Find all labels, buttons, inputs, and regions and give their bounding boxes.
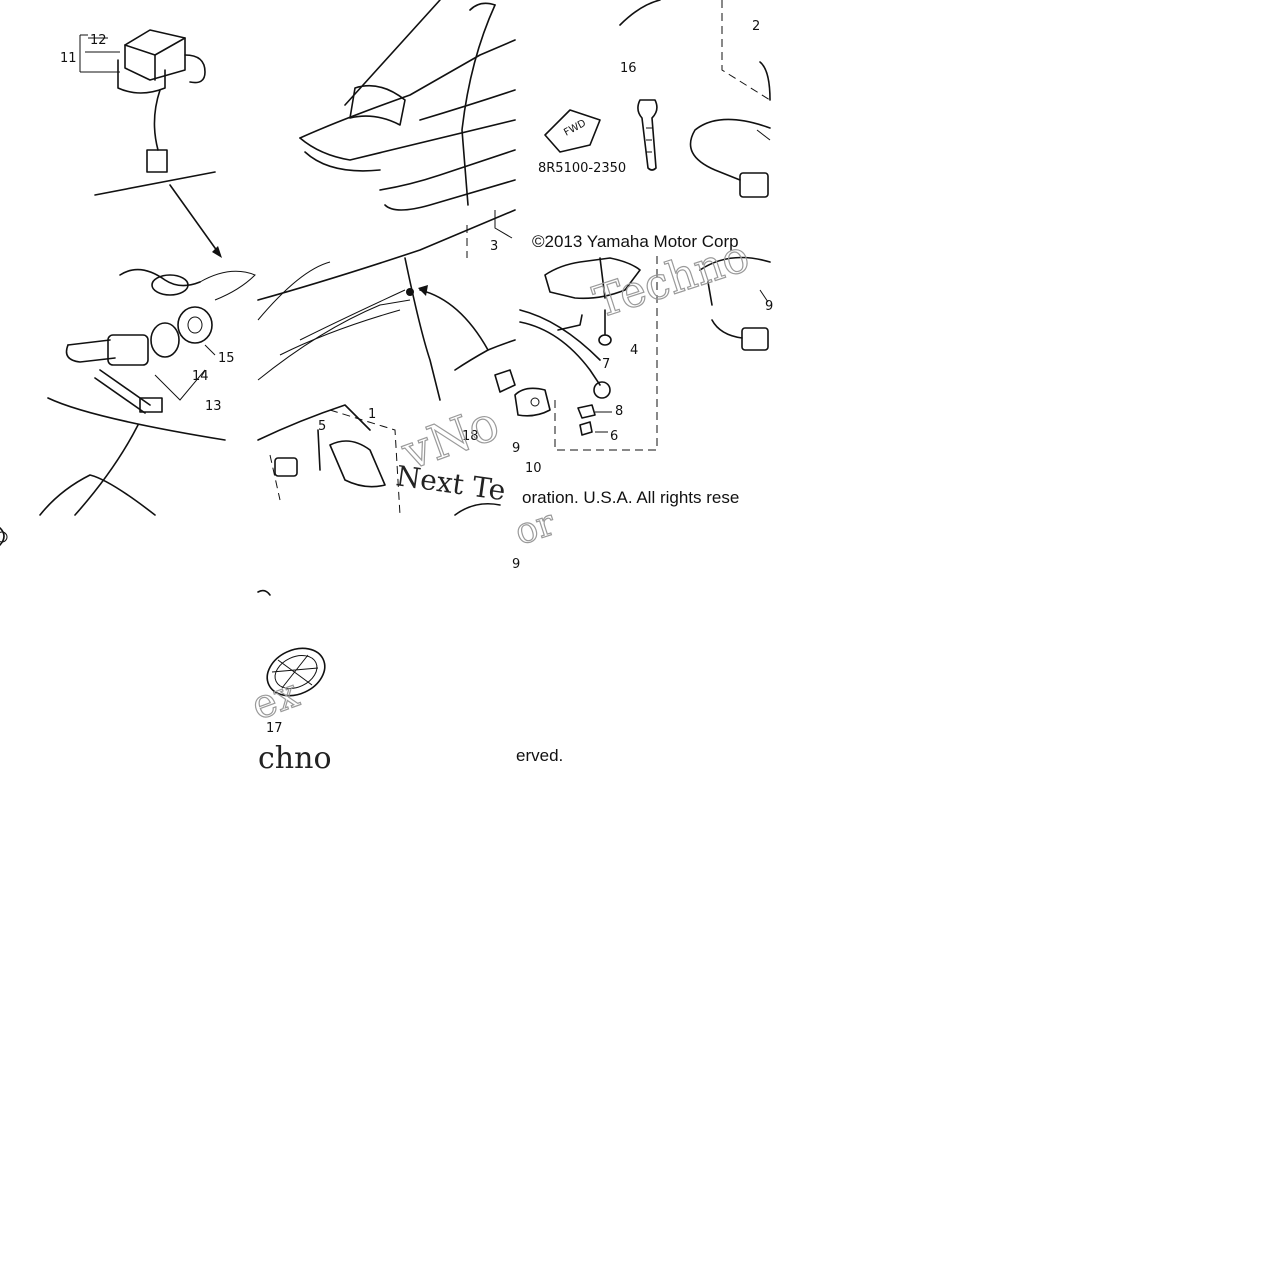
- edge-fragment: [0, 527, 5, 546]
- callout-10: 10: [525, 461, 542, 476]
- leader-line-2: [74, 424, 139, 516]
- leader-arrow-1: [169, 184, 221, 256]
- copyright-top: ©2013 Yamaha Motor Corp: [532, 232, 739, 251]
- callout-9: 9: [512, 441, 520, 456]
- ignition-switch-detail: [65, 268, 256, 414]
- headlight-detail: [257, 589, 326, 697]
- watermark-or: or: [510, 502, 560, 553]
- relay-detail: [79, 29, 206, 173]
- seat-body-detail: [257, 257, 516, 401]
- watermark-chno: chno: [258, 741, 332, 776]
- callout-6: 6: [610, 429, 618, 444]
- callout-4: 4: [630, 343, 638, 358]
- brake-lever-detail: [494, 255, 658, 451]
- callout-12: 12: [90, 33, 107, 48]
- callout-labels: 1 2 3 4 5 6 7 8 9 9 9 10 11 12 13 14 15 …: [60, 19, 773, 736]
- arrow-head: [212, 246, 222, 258]
- part-code-label: 8R5100-2350: [538, 161, 626, 176]
- fwd-arrow: [544, 109, 601, 153]
- cable-detail: [689, 118, 771, 198]
- dashed-bracket: [721, 0, 771, 101]
- callout-9c: 9: [512, 557, 520, 572]
- copyright-bottom: erved.: [516, 746, 563, 765]
- handle-switch-detail: [257, 404, 501, 516]
- callout-9b: 9: [765, 299, 773, 314]
- leader-3: [494, 210, 513, 239]
- callout-18: 18: [462, 429, 479, 444]
- fwd-label: FWD: [562, 118, 588, 139]
- snowmobile-illustration: [299, 0, 516, 211]
- edge-bolt: [0, 531, 8, 543]
- callout-16: 16: [620, 61, 637, 76]
- connector-outline: [759, 61, 771, 101]
- callout-2: 2: [752, 19, 760, 34]
- panel-frame-2: [47, 397, 226, 441]
- callout-13: 13: [205, 399, 222, 414]
- callout-8: 8: [615, 404, 623, 419]
- callout-3: 3: [490, 239, 498, 254]
- callout-14: 14: [192, 369, 209, 384]
- fragment-outline: [39, 474, 156, 516]
- panel-frame-1: [94, 171, 216, 196]
- copyright-middle: oration. U.S.A. All rights rese: [522, 488, 739, 507]
- right-switch-detail: [699, 256, 771, 351]
- key-detail: [637, 99, 658, 171]
- callout-11: 11: [60, 51, 77, 66]
- callout-15: 15: [218, 351, 235, 366]
- section-divider: [257, 209, 516, 301]
- callout-1: 1: [368, 407, 376, 422]
- callout-7: 7: [602, 357, 610, 372]
- watermark-ex: ex: [246, 670, 306, 729]
- callout-17: 17: [266, 721, 283, 736]
- callout-5: 5: [318, 419, 326, 434]
- frame-curve: [619, 0, 661, 26]
